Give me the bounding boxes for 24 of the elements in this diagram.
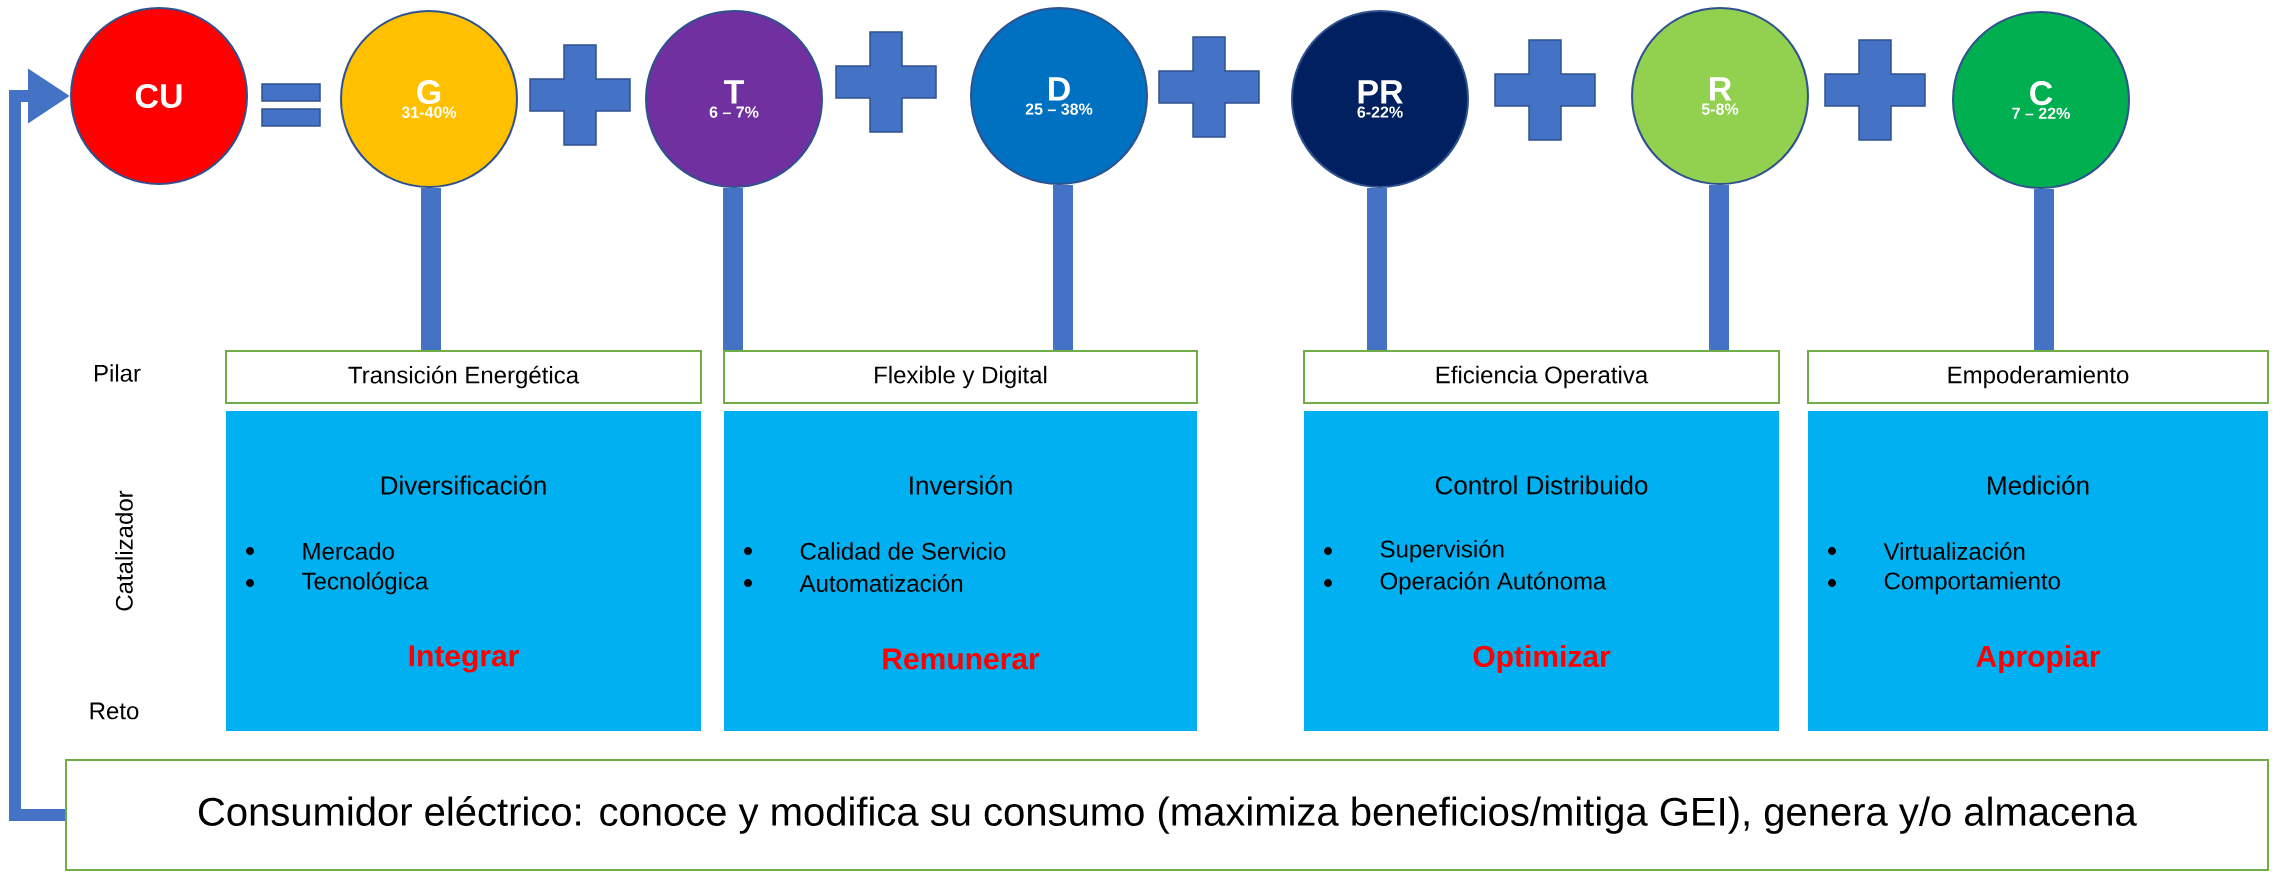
plus-sign (1824, 39, 1926, 141)
row-label: Reto (90, 702, 139, 720)
connector-bar (2034, 189, 2054, 350)
row-label: Catalizador (115, 490, 133, 611)
pillar-box: Flexible y Digital (723, 350, 1198, 404)
connector-bar (723, 188, 743, 350)
plus-sign (835, 31, 937, 133)
row-label: Pilar (95, 364, 141, 382)
connector-bar (421, 188, 441, 350)
connector-bar (1053, 185, 1073, 350)
connector-bar (1367, 188, 1387, 350)
pillar-box: Transición Energética (225, 350, 702, 404)
plus-sign (1494, 39, 1596, 141)
pillar-box: Empoderamiento (1807, 350, 2269, 404)
plus-sign (529, 44, 631, 146)
catalyst-box: Diversificación Mercado Tecnológica Integrar (226, 411, 701, 731)
catalyst-box: Control Distribuido Supervisión Operación Autónoma Optimizar (1304, 411, 1779, 731)
connector-bar (1709, 185, 1729, 350)
catalyst-box: Medición Virtualización Comportamiento Apropiar (1808, 411, 2268, 731)
statement-box: Consumidor eléctrico: conoce y modifica su consumo (maximiza beneficios/mitiga GEI), genera y/o almacena (65, 759, 2269, 871)
pillar-box: Eficiencia Operativa (1303, 350, 1780, 404)
equals-sign (261, 83, 321, 127)
plus-sign (1158, 36, 1260, 138)
catalyst-box: Inversión Calidad de Servicio Automatización Remunerar (724, 411, 1197, 731)
